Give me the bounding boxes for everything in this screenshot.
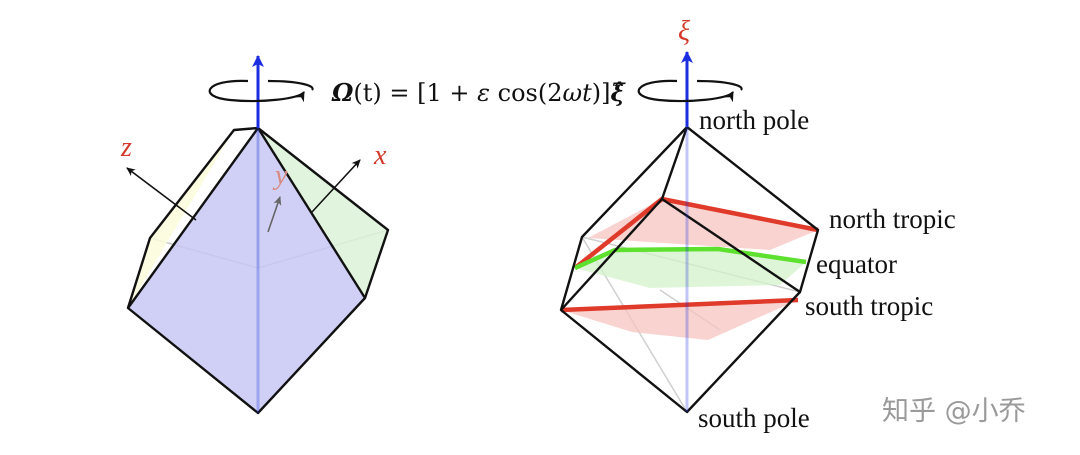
- cube-front-face: [128, 128, 365, 413]
- eq-omega: Ω: [331, 78, 354, 107]
- north-tropic-label: north tropic: [829, 204, 956, 234]
- equator-line: [574, 246, 807, 271]
- eq-omega-small: ω: [562, 79, 582, 107]
- south-tropic-label: south tropic: [805, 291, 933, 321]
- octahedron-diagram: ξ north pole north tropic equator south …: [559, 16, 956, 433]
- octahedron-rotation-arrow-icon: [637, 79, 734, 103]
- cube-left-face: [128, 130, 234, 308]
- eq-close: )]: [592, 79, 611, 107]
- octahedron-rotation-arrow-back: [696, 79, 743, 91]
- south-tropic-line: [560, 297, 799, 313]
- rotation-equation: Ω(t) = [1 + ε cos(2ωt)]ξ̂: [331, 78, 626, 107]
- eq-cos: cos(2: [490, 79, 562, 107]
- cube-y-label: y: [272, 160, 288, 191]
- octahedron-edges: [559, 126, 820, 414]
- south-tropic-plane: [561, 300, 798, 340]
- cube-z-axis: [126, 167, 197, 221]
- cube-x-axis: [311, 159, 361, 213]
- eq-lhs: (t) = [1 +: [353, 79, 477, 107]
- xi-axis-label: ξ: [678, 16, 690, 47]
- eq-epsilon: ε: [477, 79, 490, 107]
- cube-x-label: x: [373, 140, 387, 171]
- north-pole-label: north pole: [699, 105, 809, 135]
- cube-y-axis: [267, 196, 282, 233]
- equator-plane: [575, 249, 806, 288]
- cube-z-label: z: [120, 132, 132, 163]
- south-pole-label: south pole: [698, 403, 810, 433]
- watermark: 知乎 @小乔: [882, 396, 1026, 427]
- cube-diagram: z x y: [120, 55, 390, 415]
- cube-rotation-arrow-back: [267, 79, 314, 91]
- cube-right-face: [258, 128, 388, 298]
- eq-t: t: [582, 79, 592, 107]
- equator-label: equator: [816, 249, 897, 279]
- eq-xi-hat: ξ̂: [610, 78, 626, 107]
- cube-rotation-arrow-icon: [208, 79, 305, 103]
